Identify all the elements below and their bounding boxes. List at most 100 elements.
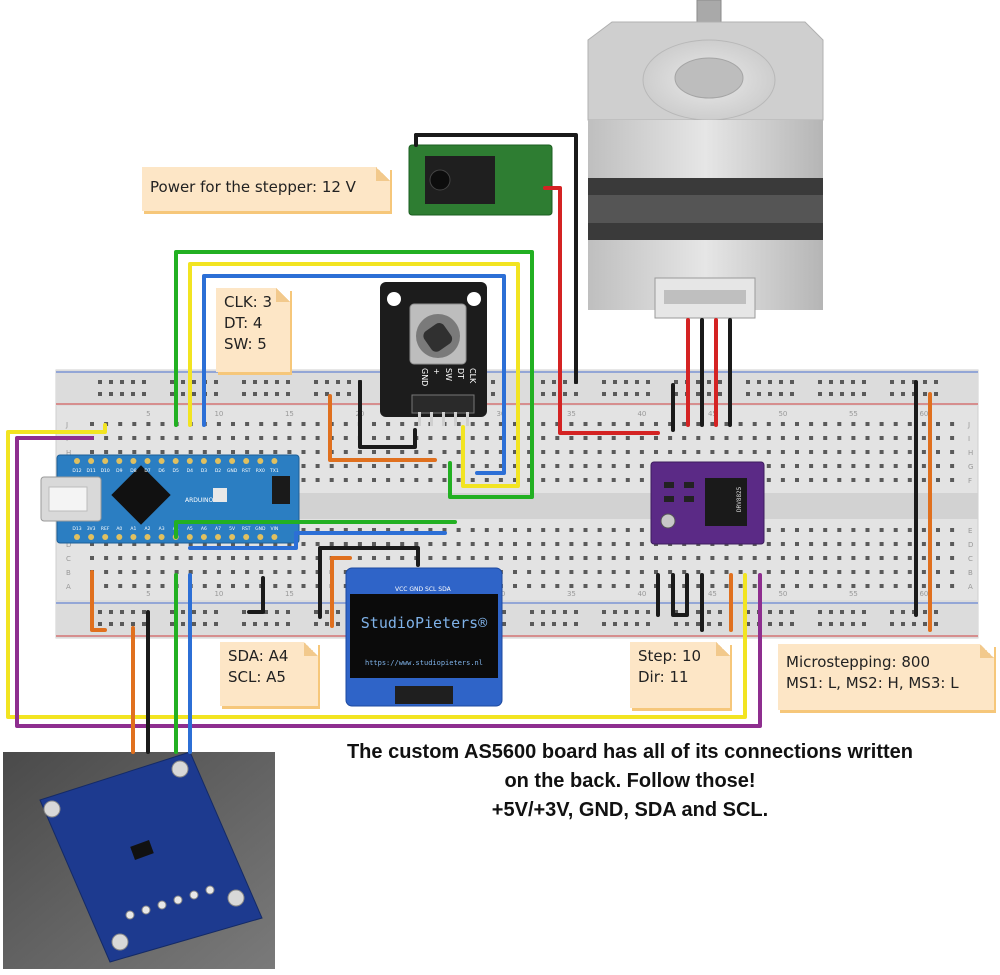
- breadboard-hole: [245, 422, 250, 426]
- breadboard-hole: [780, 584, 785, 588]
- column-number-top: 5: [146, 410, 150, 418]
- breadboard-hole: [386, 542, 391, 546]
- breadboard-hole: [513, 450, 517, 454]
- breadboard-hole: [273, 450, 278, 454]
- breadboard-hole: [907, 556, 912, 560]
- breadboard-hole: [696, 422, 701, 426]
- breadboard-hole: [343, 464, 348, 468]
- rail-hole: [624, 622, 628, 626]
- breadboard-hole: [428, 450, 433, 454]
- rail-hole: [923, 380, 927, 384]
- rail-hole: [901, 622, 905, 626]
- breadboard-hole: [273, 436, 278, 440]
- breadboard-hole: [851, 464, 856, 468]
- breadboard-hole: [639, 584, 644, 588]
- nano-pin-bottom: [257, 534, 264, 540]
- breadboard-hole: [921, 570, 926, 574]
- rail-hole: [142, 392, 146, 396]
- drv8825-driver: DRV8825: [650, 461, 765, 545]
- note-oled-line: SCL: A5: [228, 668, 286, 686]
- rail-hole: [635, 380, 639, 384]
- breadboard-hole: [386, 422, 391, 426]
- rail-hole: [674, 392, 678, 396]
- breadboard-hole: [301, 436, 306, 440]
- caption-line: +5V/+3V, GND, SDA and SCL.: [491, 799, 769, 821]
- breadboard-hole: [837, 478, 842, 482]
- breadboard-hole: [837, 584, 842, 588]
- rail-hole: [718, 622, 722, 626]
- rail-hole: [696, 622, 700, 626]
- nano-pin-bottom: [144, 534, 151, 540]
- breadboard-hole: [315, 450, 320, 454]
- breadboard-hole: [611, 542, 616, 546]
- breadboard-hole: [921, 450, 926, 454]
- rail-hole: [790, 622, 794, 626]
- breadboard-hole: [809, 436, 814, 440]
- breadboard-hole: [710, 570, 715, 574]
- breadboard-hole: [569, 528, 574, 532]
- wire-orange: [328, 394, 437, 462]
- breadboard-hole: [879, 556, 884, 560]
- breadboard-hole: [823, 584, 828, 588]
- breadboard-hole: [273, 556, 278, 560]
- rail-hole: [934, 622, 938, 626]
- breadboard-hole: [414, 450, 419, 454]
- nano-pin-bottom: [88, 534, 95, 540]
- breadboard-hole: [118, 584, 123, 588]
- breadboard-hole: [541, 478, 546, 482]
- wires: [6, 133, 932, 754]
- caption-line: on the back. Follow those!: [504, 770, 756, 792]
- breadboard-hole: [936, 570, 940, 574]
- rail-hole: [253, 380, 257, 384]
- rail-hole: [613, 622, 617, 626]
- breadboard-hole: [470, 450, 475, 454]
- breadboard-hole: [696, 436, 701, 440]
- breadboard-hole: [809, 556, 814, 560]
- nano-pin-label-bottom: A1: [130, 526, 136, 532]
- rail-hole: [901, 392, 905, 396]
- breadboard-hole: [104, 570, 109, 574]
- breadboard-hole: [132, 542, 137, 546]
- breadboard-hole: [597, 478, 602, 482]
- nano-pin-top: [102, 458, 109, 464]
- as5600-mount-hole: [111, 933, 129, 951]
- rail-hole: [635, 622, 639, 626]
- breadboard-hole: [541, 450, 546, 454]
- breadboard-hole: [329, 464, 334, 468]
- column-number-top: 15: [285, 410, 294, 418]
- nano-pin-bottom: [130, 534, 137, 540]
- rail-hole: [314, 610, 318, 614]
- breadboard-hole: [456, 542, 461, 546]
- breadboard-hole: [583, 528, 588, 532]
- row-letter-right: H: [968, 449, 973, 457]
- stepper-motor: [587, 0, 824, 319]
- breadboard-hole: [865, 450, 870, 454]
- oled-screen: [350, 594, 498, 678]
- breadboard-hole: [907, 436, 912, 440]
- breadboard-hole: [879, 464, 884, 468]
- breadboard-hole: [160, 570, 165, 574]
- rail-hole: [181, 610, 185, 614]
- breadboard-hole: [851, 570, 856, 574]
- rail-hole: [718, 380, 722, 384]
- breadboard-hole: [611, 584, 616, 588]
- breadboard-hole: [921, 528, 926, 532]
- nano-pin-label-bottom: REF: [101, 526, 110, 532]
- breadboard-hole: [611, 528, 616, 532]
- rail-hole: [624, 392, 628, 396]
- breadboard-hole: [893, 422, 898, 426]
- breadboard-hole: [301, 584, 306, 588]
- breadboard-hole: [724, 422, 729, 426]
- breadboard-hole: [357, 528, 362, 532]
- breadboard-hole: [950, 542, 955, 546]
- nano-pin-label-bottom: A3: [159, 526, 165, 532]
- breadboard-hole: [484, 422, 489, 426]
- breadboard-hole: [625, 542, 630, 546]
- breadboard-hole: [766, 478, 771, 482]
- breadboard-hole: [527, 464, 532, 468]
- oled-display: VCC GND SCL SDA StudioPieters® https://w…: [345, 567, 503, 707]
- breadboard-hole: [484, 436, 489, 440]
- breadboard-hole: [625, 436, 630, 440]
- rail-hole: [934, 392, 938, 396]
- breadboard-hole: [456, 528, 461, 532]
